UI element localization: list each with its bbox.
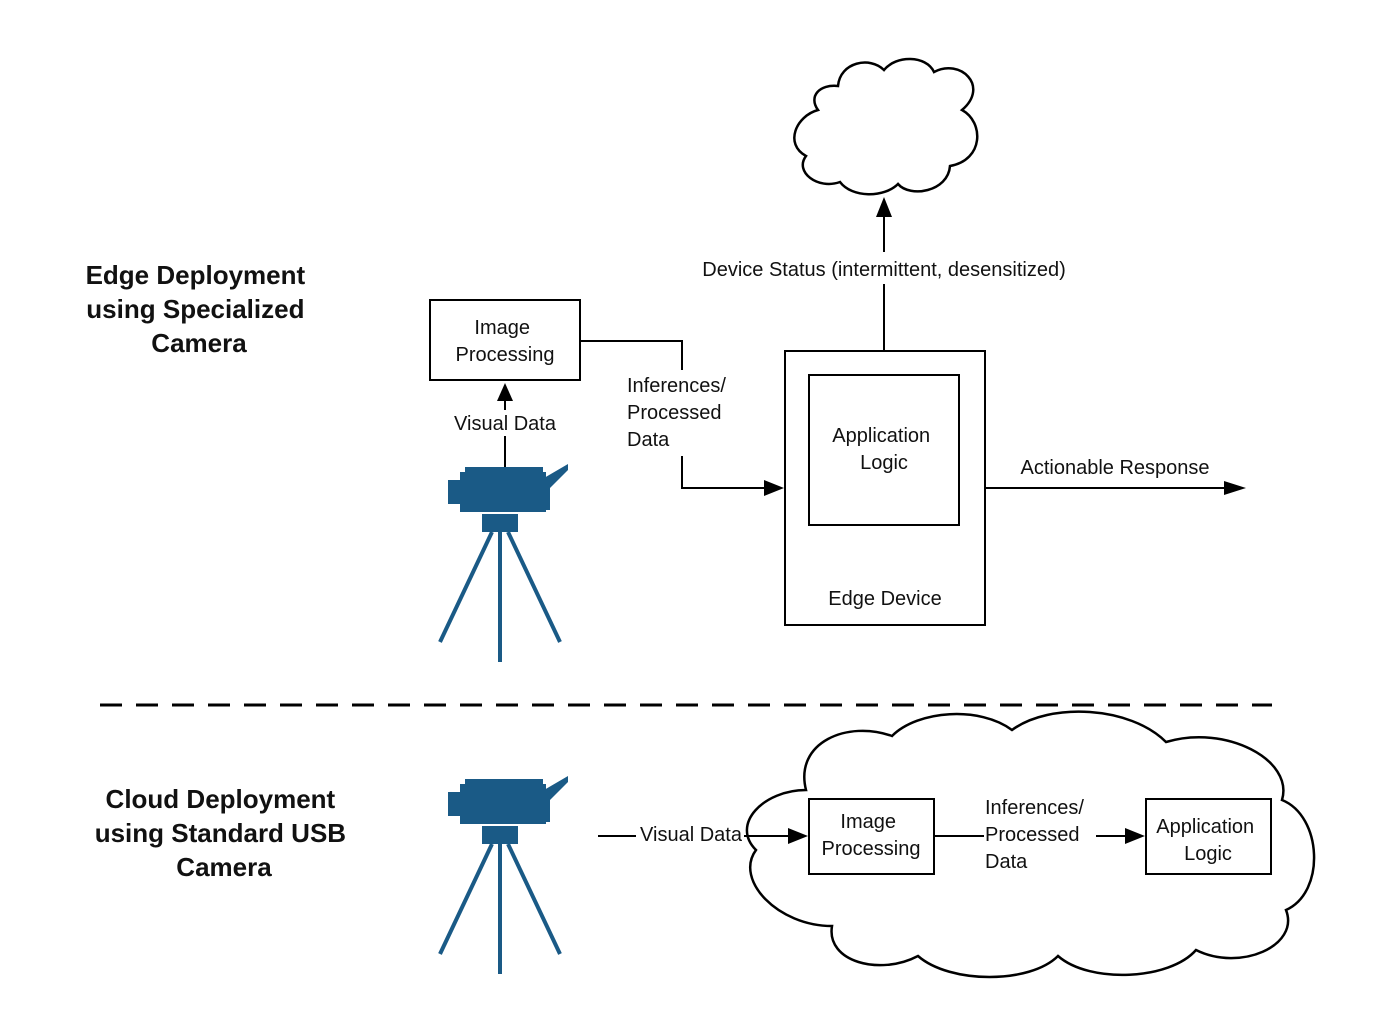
cloud-application-logic-label: Application Logic — [1156, 816, 1259, 865]
edge-image-processing-label: Image Processing — [456, 317, 555, 366]
device-status-arrowhead — [876, 197, 892, 217]
edge-section-title: Edge Deployment using Specialized Camera — [86, 260, 313, 358]
actionable-response-arrowhead — [1224, 481, 1246, 495]
cloud-inferences-label: Inferences/ Processed Data — [985, 797, 1090, 873]
edge-title-line-1: Edge Deployment — [86, 260, 306, 290]
edge-title-line-3: Camera — [151, 328, 247, 358]
edge-visual-data-label: Visual Data — [454, 413, 557, 435]
cloud-inferences-arrowhead — [1125, 828, 1145, 844]
cloud-icon — [745, 710, 1316, 979]
edge-inferences-connector-top — [580, 340, 683, 370]
cloud-title-line-2: using Standard USB — [95, 818, 346, 848]
edge-image-processing-box — [429, 299, 581, 381]
cloud-visual-data-label: Visual Data — [640, 824, 743, 846]
edge-camera-icon — [438, 462, 570, 664]
edge-device-label: Edge Device — [828, 588, 941, 610]
cloud-camera-icon — [438, 774, 570, 976]
edge-visual-data-label-bg — [440, 410, 570, 436]
cloud-application-logic-box — [1145, 798, 1272, 875]
edge-application-logic-box — [808, 374, 960, 526]
edge-visual-data-arrowhead — [497, 383, 513, 401]
cloud-title-line-3: Camera — [176, 852, 272, 882]
cloud-visual-data-arrowhead — [788, 828, 808, 844]
device-status-label: Device Status (intermittent, desensitize… — [702, 259, 1066, 281]
cloud-image-processing-box — [808, 798, 935, 875]
edge-title-line-2: using Specialized — [86, 294, 304, 324]
cloud-image-processing-label: Image Processing — [822, 811, 921, 860]
edge-application-logic-label: Application Logic — [832, 425, 935, 474]
cloud-title-line-1: Cloud Deployment — [106, 784, 336, 814]
edge-inferences-arrowhead — [764, 480, 784, 496]
edge-inferences-label: Inferences/ Processed Data — [627, 375, 732, 451]
edge-deployment-section: Edge Deployment using Specialized Camera… — [86, 57, 1246, 664]
cloud-deployment-section: Cloud Deployment using Standard USB Came… — [95, 710, 1316, 979]
actionable-response-label: Actionable Response — [1020, 457, 1209, 479]
cloud-section-title: Cloud Deployment using Standard USB Came… — [95, 784, 354, 882]
edge-inferences-connector-bottom — [681, 456, 764, 489]
cloud-icon — [793, 57, 979, 196]
